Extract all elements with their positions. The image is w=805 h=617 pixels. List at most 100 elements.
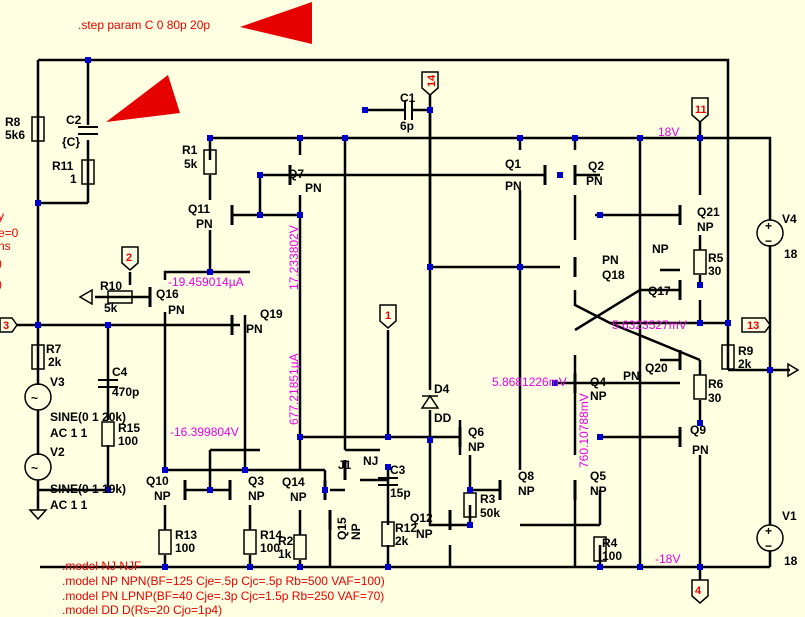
svg-text:NP: NP bbox=[590, 389, 607, 403]
svg-text:1: 1 bbox=[385, 310, 391, 322]
svg-text:y: y bbox=[0, 209, 4, 223]
svg-text:Q14: Q14 bbox=[282, 475, 305, 489]
svg-text:1: 1 bbox=[70, 172, 77, 186]
rail-neg-label: -18V bbox=[655, 552, 680, 566]
svg-text:Q20: Q20 bbox=[645, 361, 668, 375]
transistor-bars bbox=[148, 165, 682, 530]
resistors bbox=[31, 116, 735, 562]
svg-text:R15: R15 bbox=[118, 421, 140, 435]
svg-text:NP: NP bbox=[518, 484, 535, 498]
svg-text:R14: R14 bbox=[260, 528, 282, 542]
svg-text:V4: V4 bbox=[782, 212, 797, 226]
svg-text:5k: 5k bbox=[184, 157, 198, 171]
svg-text:NP: NP bbox=[468, 440, 485, 454]
svg-text:NP: NP bbox=[416, 527, 433, 541]
svg-text:C3: C3 bbox=[390, 463, 406, 477]
svg-text:4: 4 bbox=[695, 585, 702, 597]
svg-text:18: 18 bbox=[784, 554, 798, 568]
svg-text:100: 100 bbox=[118, 434, 138, 448]
svg-text:Q19: Q19 bbox=[260, 307, 283, 321]
svg-text:Q6: Q6 bbox=[468, 425, 484, 439]
svg-text:V2: V2 bbox=[50, 445, 65, 459]
svg-text:-19.459014µA: -19.459014µA bbox=[168, 275, 244, 289]
svg-text:SINE(0 1 19k): SINE(0 1 19k) bbox=[50, 482, 126, 496]
svg-text:R3: R3 bbox=[480, 492, 496, 506]
svg-text:2k: 2k bbox=[395, 534, 409, 548]
svg-text:R10: R10 bbox=[100, 279, 122, 293]
svg-text:PN: PN bbox=[586, 174, 603, 188]
svg-text:R1: R1 bbox=[182, 143, 198, 157]
svg-text:SINE(0 1 20k): SINE(0 1 20k) bbox=[50, 410, 126, 424]
svg-text:AC 1 1: AC 1 1 bbox=[50, 498, 88, 512]
svg-text:Q11: Q11 bbox=[188, 202, 210, 216]
svg-text:−: − bbox=[765, 234, 772, 248]
svg-text:Q18: Q18 bbox=[602, 268, 625, 282]
svg-text:5k6: 5k6 bbox=[5, 128, 25, 142]
svg-text:R6: R6 bbox=[708, 377, 724, 391]
step-directive[interactable]: .step param C 0 80p 20p bbox=[78, 18, 210, 32]
rail-pos-label: 18V bbox=[658, 125, 679, 139]
arrow-top bbox=[240, 2, 312, 44]
svg-text:PN: PN bbox=[305, 181, 322, 195]
model-directives[interactable]: .model NJ NJF .model NP NPN(BF=125 Cje=.… bbox=[62, 559, 385, 617]
wires bbox=[15, 58, 790, 580]
svg-text:Q1: Q1 bbox=[505, 157, 521, 171]
svg-text:PN: PN bbox=[196, 217, 213, 231]
svg-text:): ) bbox=[0, 277, 2, 291]
svg-text:R13: R13 bbox=[175, 528, 197, 542]
svg-text:ns: ns bbox=[0, 239, 11, 253]
svg-text:Q12: Q12 bbox=[410, 511, 433, 525]
sources: ~ ~ +− +− bbox=[24, 219, 784, 553]
svg-text:Q3: Q3 bbox=[248, 474, 264, 488]
svg-text:NJ: NJ bbox=[363, 454, 378, 468]
svg-text:PN: PN bbox=[246, 322, 263, 336]
svg-text:NP: NP bbox=[290, 490, 307, 504]
capacitors bbox=[78, 100, 413, 486]
svg-text:NP: NP bbox=[697, 220, 714, 234]
svg-text:R12: R12 bbox=[395, 521, 417, 535]
svg-text:PN: PN bbox=[623, 369, 640, 383]
svg-text:~: ~ bbox=[31, 461, 38, 475]
svg-text:C2: C2 bbox=[66, 113, 82, 127]
svg-text:Q5: Q5 bbox=[590, 469, 606, 483]
svg-text:PN: PN bbox=[602, 253, 619, 267]
svg-text:5k: 5k bbox=[104, 301, 118, 315]
svg-text:6p: 6p bbox=[400, 119, 414, 133]
svg-text:D4: D4 bbox=[434, 382, 450, 396]
svg-text:1k: 1k bbox=[278, 547, 292, 561]
svg-text:Q8: Q8 bbox=[518, 469, 534, 483]
svg-text:100: 100 bbox=[260, 541, 280, 555]
svg-text:13: 13 bbox=[747, 320, 759, 332]
svg-text:R7: R7 bbox=[46, 342, 62, 356]
left-clip-text: y e=0 ns ) ) bbox=[0, 209, 19, 291]
svg-text:Q10: Q10 bbox=[146, 474, 169, 488]
svg-text:5.6323527mV: 5.6323527mV bbox=[612, 318, 687, 332]
svg-text:Q9: Q9 bbox=[690, 423, 706, 437]
svg-text:2k: 2k bbox=[48, 355, 62, 369]
svg-text:NP: NP bbox=[349, 523, 363, 540]
svg-text:V1: V1 bbox=[782, 509, 797, 523]
diode-symbol bbox=[420, 394, 440, 409]
junctions bbox=[35, 57, 773, 570]
svg-text:PN: PN bbox=[692, 443, 709, 457]
svg-text:11: 11 bbox=[695, 104, 707, 116]
svg-text:677.21851µA: 677.21851µA bbox=[287, 353, 301, 425]
svg-text:V3: V3 bbox=[50, 375, 65, 389]
svg-text:5.8681226mV: 5.8681226mV bbox=[492, 375, 567, 389]
svg-text:−: − bbox=[765, 539, 772, 553]
svg-text:30: 30 bbox=[708, 391, 722, 405]
svg-text:17.233802V: 17.233802V bbox=[287, 225, 301, 290]
svg-text:PN: PN bbox=[168, 303, 185, 317]
svg-text:15p: 15p bbox=[390, 486, 411, 500]
svg-text:AC 1 1: AC 1 1 bbox=[50, 426, 88, 440]
svg-text:.model NP NPN(BF=125 Cje=.5p C: .model NP NPN(BF=125 Cje=.5p Cjc=.5p Rb=… bbox=[62, 574, 385, 588]
svg-text:NP: NP bbox=[652, 242, 669, 256]
svg-text:100: 100 bbox=[602, 549, 622, 563]
svg-text:R4: R4 bbox=[602, 536, 618, 550]
ground-icon bbox=[28, 509, 48, 521]
svg-text:Q7: Q7 bbox=[288, 167, 304, 181]
svg-text:C1: C1 bbox=[400, 91, 416, 105]
svg-text:Q2: Q2 bbox=[588, 159, 604, 173]
